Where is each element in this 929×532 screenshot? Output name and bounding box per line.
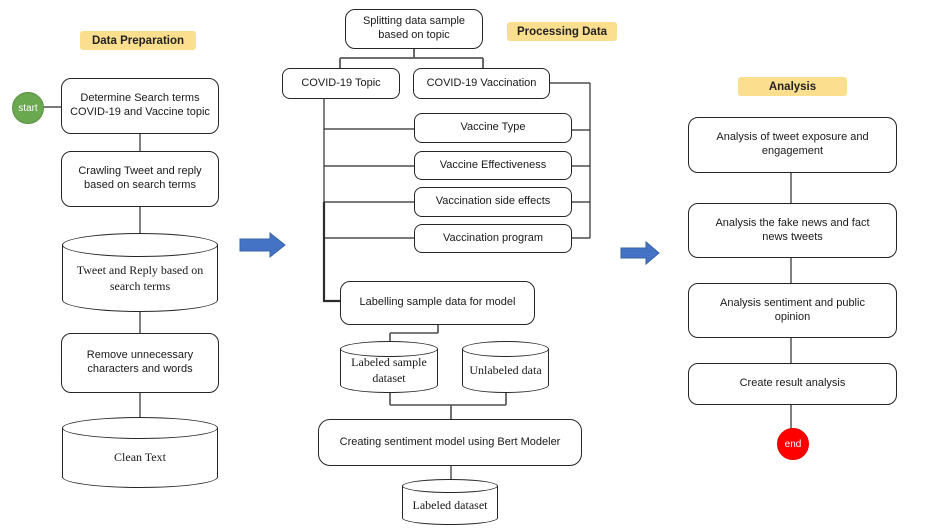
node-creating-sentiment-model: Creating sentiment model using Bert Mode…	[318, 419, 582, 466]
flow-arrows	[239, 231, 660, 266]
cylinder-top	[62, 417, 218, 439]
node-analysis-sentiment-opinion: Analysis sentiment and public opinion	[688, 283, 897, 338]
node-vaccine-effectiveness: Vaccine Effectiveness	[414, 151, 572, 180]
section-label-data-preparation: Data Preparation	[80, 31, 196, 50]
cylinder-body	[340, 349, 438, 393]
node-crawling-tweets: Crawling Tweet and reply based on search…	[61, 151, 219, 207]
db-tweet-and-reply: Tweet and Reply based on search terms	[62, 233, 218, 312]
section-label-analysis: Analysis	[738, 77, 847, 96]
db-tweet-and-reply-label: Tweet and Reply based on search terms	[76, 262, 204, 293]
end-terminator: end	[777, 428, 809, 460]
connector-lines	[42, 49, 792, 483]
db-labeled-sample-dataset: Labeled sample dataset	[340, 341, 438, 393]
cylinder-top	[62, 233, 218, 257]
cylinder-top	[462, 341, 549, 357]
node-create-result-analysis: Create result analysis	[688, 363, 897, 405]
node-remove-unnecessary: Remove unnecessary characters and words	[61, 333, 219, 393]
arrow-left-to-middle-icon	[239, 231, 286, 259]
section-label-processing-data: Processing Data	[507, 22, 617, 41]
node-vaccine-type: Vaccine Type	[414, 113, 572, 143]
db-clean-text-label: Clean Text	[114, 450, 166, 465]
db-labeled-dataset: Labeled dataset	[402, 479, 498, 525]
db-clean-text: Clean Text	[62, 417, 218, 488]
cylinder-top	[402, 479, 498, 493]
node-analysis-exposure-engagement: Analysis of tweet exposure and engagemen…	[688, 117, 897, 173]
node-vaccination-side-effects: Vaccination side effects	[414, 187, 572, 217]
db-unlabeled-data: Unlabeled data	[462, 341, 549, 393]
node-vaccination-program: Vaccination program	[414, 224, 572, 253]
node-covid19-topic: COVID-19 Topic	[282, 68, 400, 99]
node-determine-search-terms: Determine Search terms COVID-19 and Vacc…	[61, 78, 219, 134]
node-splitting-data-sample: Splitting data sample based on topic	[345, 9, 483, 49]
arrow-middle-to-right-icon	[620, 240, 660, 266]
cylinder-top	[340, 341, 438, 357]
node-analysis-fake-news: Analysis the fake news and fact news twe…	[688, 203, 897, 258]
db-labeled-sample-dataset-label: Labeled sample dataset	[351, 355, 427, 385]
start-terminator: start	[12, 92, 44, 124]
db-unlabeled-data-label: Unlabeled data	[469, 363, 542, 378]
node-labelling-sample-data: Labelling sample data for model	[340, 281, 535, 325]
cylinder-body	[462, 349, 549, 393]
db-labeled-dataset-label: Labeled dataset	[412, 497, 488, 512]
node-covid19-vaccination: COVID-19 Vaccination	[413, 68, 550, 99]
